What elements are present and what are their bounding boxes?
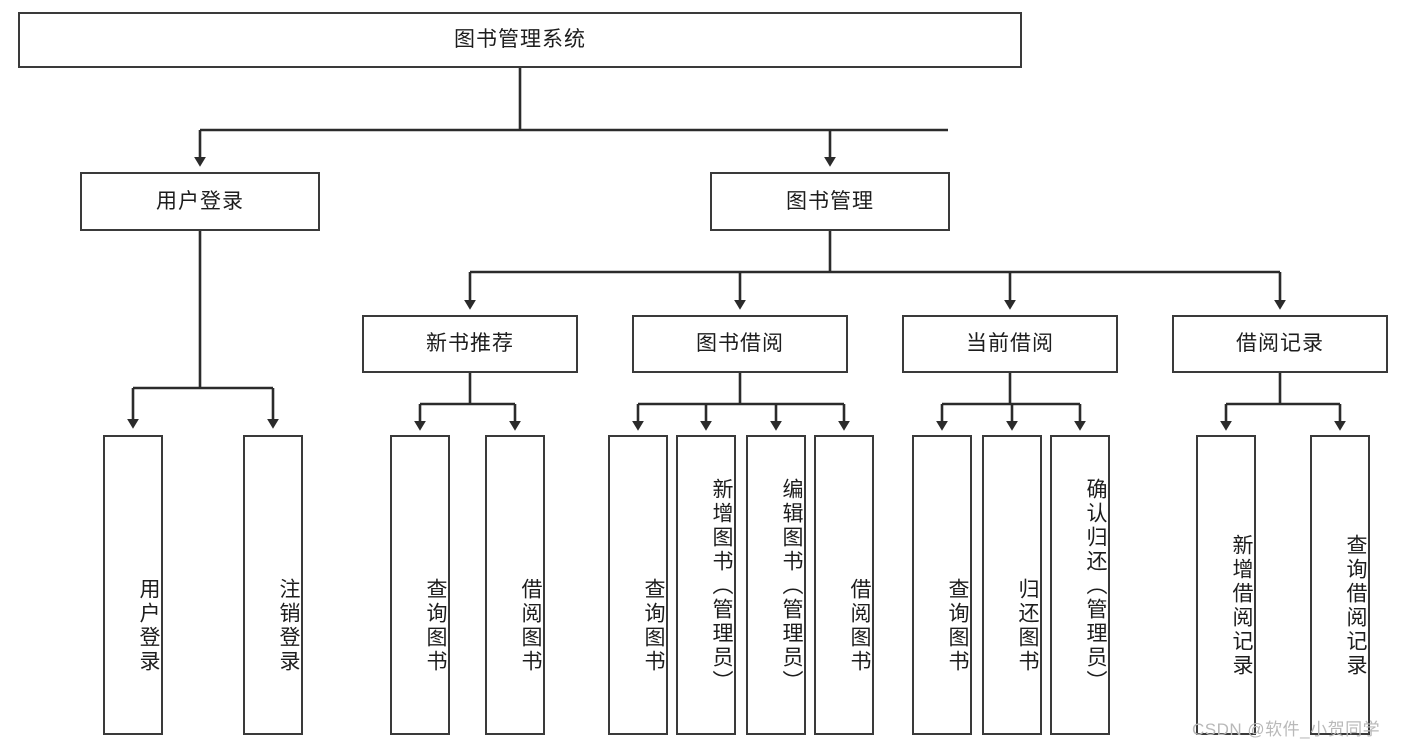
node-book-borrow[interactable]: 图书借阅 — [632, 315, 848, 373]
leaf-add-record-label: 新增借阅记录 — [1230, 533, 1253, 678]
leaf-query-book-3[interactable]: 查询图书 — [912, 435, 972, 735]
leaf-borrow-book-1-label: 借阅图书 — [519, 577, 542, 674]
leaf-logout-label: 注销登录 — [277, 577, 300, 674]
node-borrow-record-label: 借阅记录 — [1236, 332, 1324, 356]
leaf-edit-book[interactable]: 编辑图书（管理员） — [746, 435, 806, 735]
leaf-edit-book-label: 编辑图书（管理员） — [780, 478, 803, 694]
leaf-query-book-1[interactable]: 查询图书 — [390, 435, 450, 735]
leaf-borrow-book-2[interactable]: 借阅图书 — [814, 435, 874, 735]
leaf-query-book-2[interactable]: 查询图书 — [608, 435, 668, 735]
leaf-return-book-label: 归还图书 — [1016, 577, 1039, 674]
leaf-confirm-return[interactable]: 确认归还（管理员） — [1050, 435, 1110, 735]
leaf-add-book[interactable]: 新增图书（管理员） — [676, 435, 736, 735]
leaf-add-book-label: 新增图书（管理员） — [710, 478, 733, 694]
node-root-label: 图书管理系统 — [454, 28, 586, 52]
node-current-borrow-label: 当前借阅 — [966, 332, 1054, 356]
node-user-login-label: 用户登录 — [156, 189, 244, 213]
leaf-logout[interactable]: 注销登录 — [243, 435, 303, 735]
leaf-add-record[interactable]: 新增借阅记录 — [1196, 435, 1256, 735]
leaf-query-record-label: 查询借阅记录 — [1344, 533, 1367, 678]
leaf-query-book-3-label: 查询图书 — [946, 577, 969, 674]
leaf-return-book[interactable]: 归还图书 — [982, 435, 1042, 735]
node-new-book-rec-label: 新书推荐 — [426, 332, 514, 356]
node-new-book-rec[interactable]: 新书推荐 — [362, 315, 578, 373]
node-book-manage-label: 图书管理 — [786, 189, 874, 213]
node-root[interactable]: 图书管理系统 — [18, 12, 1022, 68]
leaf-confirm-return-label: 确认归还（管理员） — [1084, 478, 1107, 694]
leaf-user-login[interactable]: 用户登录 — [103, 435, 163, 735]
node-user-login[interactable]: 用户登录 — [80, 172, 320, 231]
node-current-borrow[interactable]: 当前借阅 — [902, 315, 1118, 373]
leaf-query-record[interactable]: 查询借阅记录 — [1310, 435, 1370, 735]
node-borrow-record[interactable]: 借阅记录 — [1172, 315, 1388, 373]
node-book-manage[interactable]: 图书管理 — [710, 172, 950, 231]
leaf-query-book-2-label: 查询图书 — [642, 577, 665, 674]
leaf-borrow-book-2-label: 借阅图书 — [848, 577, 871, 674]
leaf-user-login-label: 用户登录 — [137, 577, 160, 674]
leaf-query-book-1-label: 查询图书 — [424, 577, 447, 674]
node-book-borrow-label: 图书借阅 — [696, 332, 784, 356]
leaf-borrow-book-1[interactable]: 借阅图书 — [485, 435, 545, 735]
